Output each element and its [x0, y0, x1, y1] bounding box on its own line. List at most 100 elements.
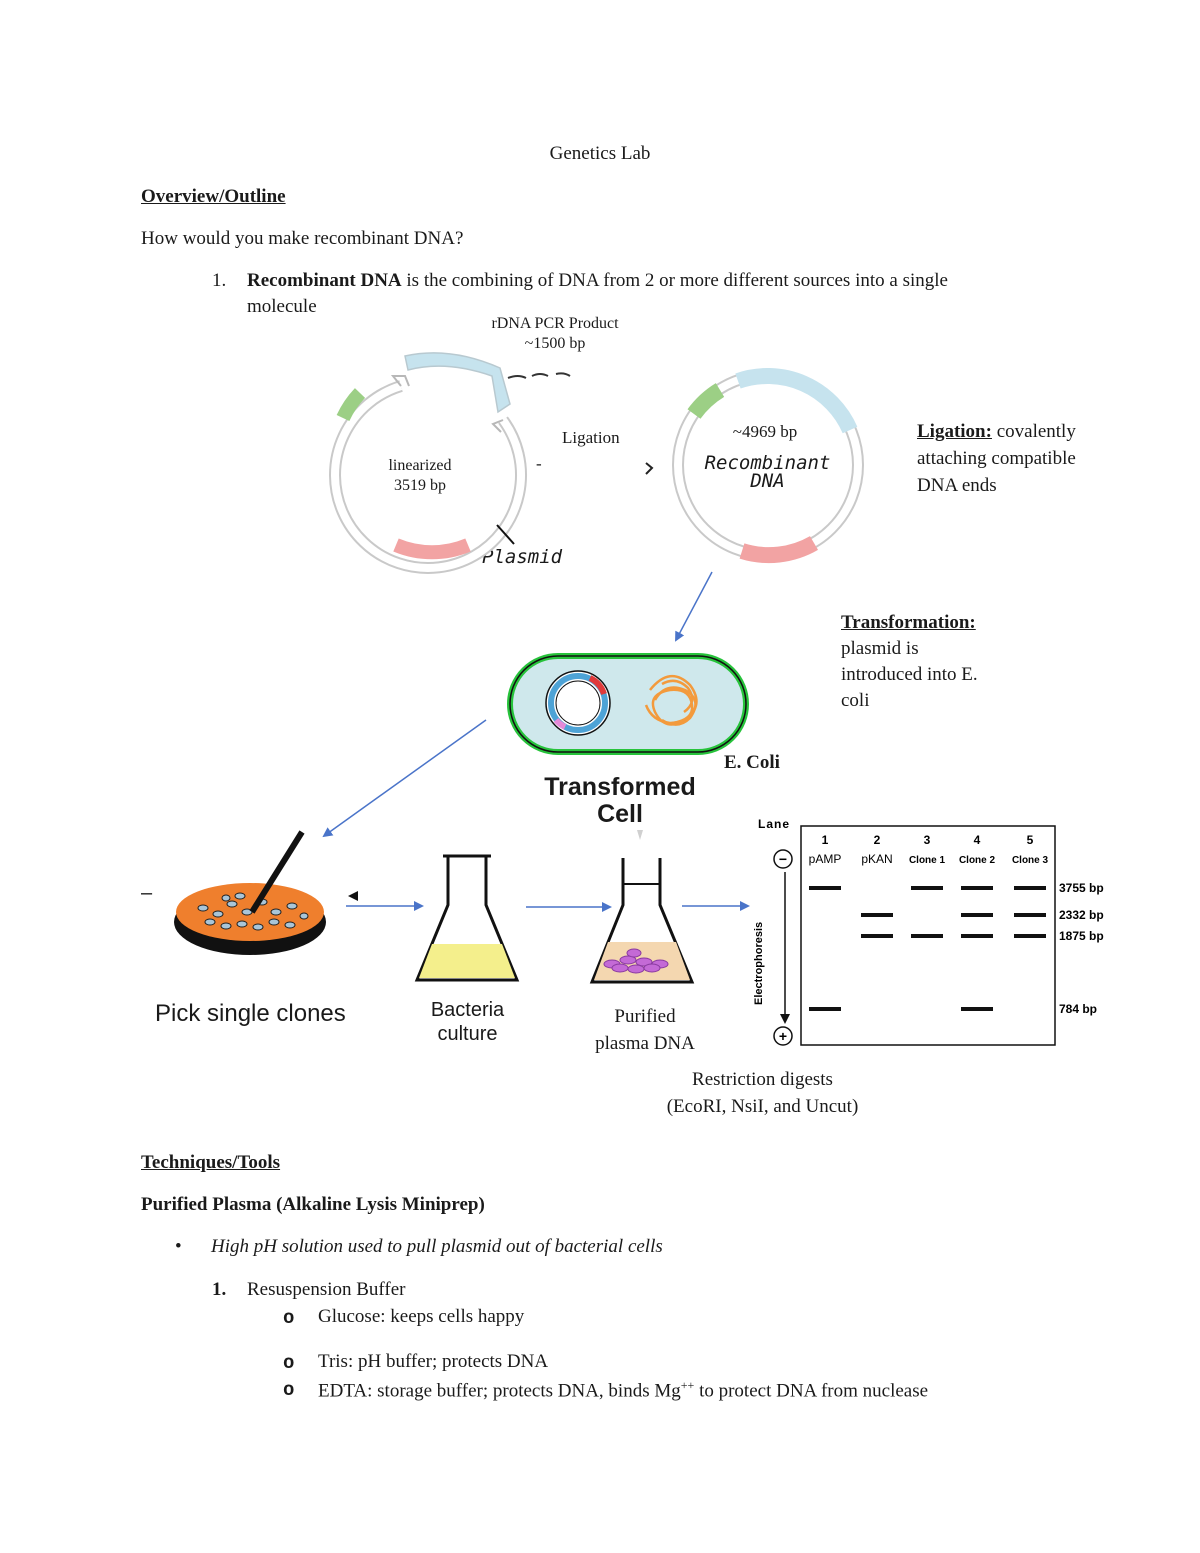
ligation-def-line3: DNA ends — [917, 475, 997, 496]
recombinant-term: Recombinant DNA — [247, 270, 402, 291]
linearized-size: 3519 bp — [394, 477, 446, 494]
ecoli-label: E. Coli — [724, 752, 780, 773]
pick-needle — [249, 830, 305, 914]
ecoli-cell — [507, 653, 749, 755]
bullet-text: High pH solution used to pull plasmid ou… — [211, 1236, 663, 1257]
list-number: 1. — [212, 270, 227, 291]
recombinant-word: Recombinant — [704, 452, 831, 474]
bacterial-colonies — [197, 892, 309, 931]
gel-axis-label: Electrophoresis — [753, 922, 765, 1005]
cell-word: Cell — [597, 800, 643, 828]
plasmid-marker-pink — [393, 538, 471, 560]
overview-heading: Overview/Outline — [141, 186, 286, 207]
restriction-line1: Restriction digests — [692, 1069, 833, 1090]
gel-electrophoresis: Lane − + Electrophoresis 1pAMP2pKAN3Clon… — [753, 817, 1104, 1046]
gel-band — [861, 934, 893, 938]
gel-plus-circle — [773, 1026, 793, 1046]
ligation-dash: - — [536, 454, 542, 473]
sub-bullet-3: o — [283, 1379, 295, 1401]
gel-band — [1014, 934, 1046, 938]
transformation-term: Transformation: — [841, 612, 976, 633]
restriction-line2: (EcoRI, NsiI, and Uncut) — [666, 1096, 859, 1117]
restriction-digests-label: Restriction digests (EcoRI, NsiI, and Un… — [630, 1066, 895, 1120]
ligation-arrowhead — [645, 462, 654, 475]
linearized-label: linearized 3519 bp — [360, 456, 480, 496]
gel-minus-sign: − — [779, 851, 787, 867]
gel-lane-name: pAMP — [809, 852, 842, 866]
edta-superscript: ++ — [680, 1378, 695, 1392]
bacteria-word: Bacteria — [430, 999, 505, 1021]
gel-lane-name: Clone 1 — [909, 855, 946, 866]
gel-minus-circle — [773, 849, 793, 869]
arrow-to-cell — [675, 571, 713, 642]
gel-band — [861, 913, 893, 917]
recombinant-dna-label: Recombinant DNA — [695, 452, 840, 492]
gel-band — [809, 1007, 841, 1011]
pcr-product-name: rDNA PCR Product — [491, 315, 619, 332]
gel-lane-name: pKAN — [861, 852, 892, 866]
petri-dish — [174, 830, 326, 955]
bacteria-culture-label: Bacteria culture — [400, 998, 535, 1046]
pcr-product-label: rDNA PCR Product ~1500 bp — [470, 314, 640, 354]
culture-flask — [414, 854, 520, 982]
transformation-line1: plasmid is — [841, 638, 919, 659]
gel-band — [961, 1007, 993, 1011]
gel-size-marker: 1875 bp — [1059, 929, 1104, 943]
dna-pellet — [603, 948, 669, 974]
culture-word: culture — [437, 1023, 498, 1045]
miniprep-heading: Purified Plasma (Alkaline Lysis Miniprep… — [141, 1194, 485, 1215]
chromosome — [644, 675, 698, 726]
pcr-product-size: ~1500 bp — [524, 335, 586, 352]
gel-band — [911, 934, 943, 938]
linearized-plasmid — [329, 375, 527, 574]
plasmid-marker-green — [336, 388, 366, 422]
gel-size-marker: 2332 bp — [1059, 908, 1104, 922]
gel-band — [961, 934, 993, 938]
step-number: 1. — [212, 1279, 227, 1300]
gel-lane-label: Lane — [758, 817, 790, 831]
transformation-line2: introduced into E. — [841, 664, 978, 685]
pick-clones-label: Pick single clones — [155, 1000, 346, 1027]
purified-flask — [589, 830, 695, 984]
recombinant-text: is the combining of DNA from 2 or more d… — [401, 270, 948, 291]
gel-lane-number: 4 — [974, 833, 981, 847]
plasmid-pointer — [496, 524, 515, 545]
recombinant-size: ~4969 bp — [732, 422, 798, 441]
glucose-item: Glucose: keeps cells happy — [318, 1306, 525, 1327]
gel-direction-arrowhead — [780, 1014, 790, 1024]
ligation-term: Ligation: — [917, 421, 992, 442]
gel-plus-sign: + — [779, 1028, 787, 1044]
linearized-word: linearized — [388, 457, 452, 474]
plasmid-label: Plasmid — [482, 546, 563, 568]
ligation-arrow-label: Ligation — [562, 428, 620, 447]
edta-item: EDTA: storage buffer; protects DNA, bind… — [318, 1378, 928, 1402]
bullet-glyph: • — [175, 1236, 182, 1257]
tris-item: Tris: pH buffer; protects DNA — [318, 1351, 549, 1372]
ligation-def-text: covalently — [991, 421, 1076, 442]
transformation-line3: coli — [841, 690, 870, 711]
sub-bullet-1: o — [283, 1307, 295, 1329]
recombinant-text-cont: molecule — [247, 296, 317, 317]
page-title: Genetics Lab — [549, 143, 651, 164]
resuspension-buffer: Resuspension Buffer — [247, 1279, 406, 1300]
transformation-definition: Transformation: plasmid is introduced in… — [841, 610, 978, 714]
recombinant-insert — [735, 368, 858, 434]
culture-liquid — [419, 944, 515, 978]
ligation-definition: Ligation: covalently attaching compatibl… — [917, 418, 1076, 499]
gel-band — [1014, 913, 1046, 917]
edta-text-end: to protect DNA from nuclease — [694, 1380, 929, 1402]
gel-band — [809, 886, 841, 890]
recombinant-plasmid — [672, 368, 864, 564]
small-black-arrowhead — [348, 891, 358, 901]
pcr-insert — [404, 352, 571, 414]
purified-word: Purified — [614, 1006, 676, 1027]
dna-word: DNA — [750, 470, 785, 492]
recombinant-marker-pink — [739, 535, 819, 564]
question-text: How would you make recombinant DNA? — [141, 228, 464, 249]
gel-band — [961, 913, 993, 917]
techniques-heading: Techniques/Tools — [141, 1152, 281, 1173]
arrow-to-plate — [322, 719, 487, 838]
gel-lane-name: Clone 2 — [959, 855, 996, 866]
edta-text: EDTA: storage buffer; protects DNA, bind… — [318, 1380, 681, 1402]
recombinant-definition: Recombinant DNA is the combining of DNA … — [247, 270, 948, 292]
